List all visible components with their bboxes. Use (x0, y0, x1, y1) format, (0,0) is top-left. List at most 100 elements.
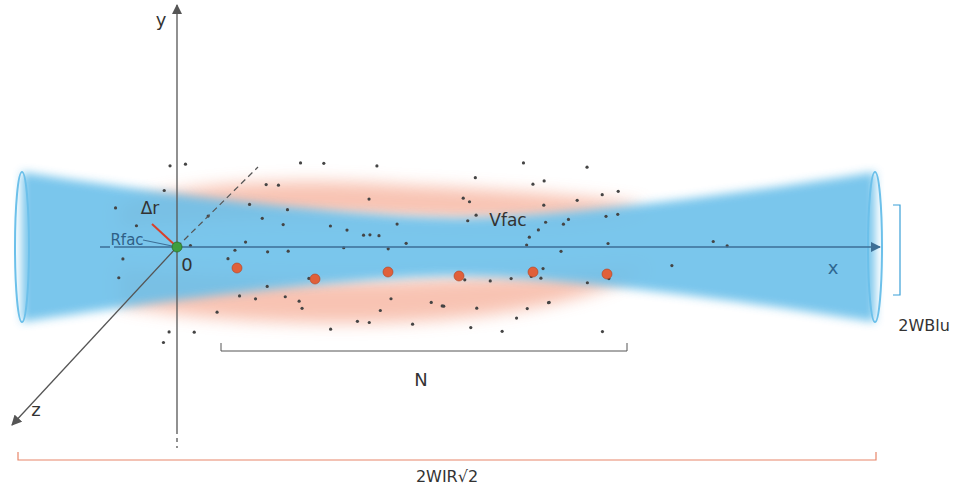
atom-dot (475, 307, 478, 310)
atom-dot (345, 228, 348, 231)
atom-dot (475, 214, 478, 217)
atom-dot (468, 200, 471, 203)
atom-dot (405, 242, 408, 245)
atom-dots (114, 161, 729, 344)
atom-dot (265, 183, 268, 186)
atom-dot (117, 276, 120, 279)
atom-dot (547, 301, 550, 304)
atom-dot (299, 161, 302, 164)
atom-dot (567, 218, 570, 221)
atom-dot (541, 267, 544, 270)
atom-dot (531, 183, 534, 186)
atom-dot (528, 236, 531, 239)
x-axis (100, 246, 880, 247)
delta-r-label: Δr (141, 199, 160, 218)
atom-dot (368, 321, 371, 324)
atom-dot (233, 249, 236, 252)
atom-dot (586, 281, 589, 284)
atom-dot (287, 250, 290, 253)
atom-dot (135, 224, 138, 227)
atom-dot (286, 208, 289, 211)
atom-dot (501, 330, 504, 333)
atom-dot (329, 224, 332, 227)
atom-dot (670, 264, 673, 267)
atom-dot (244, 240, 247, 243)
dimension-label: 2WBlu (898, 317, 950, 335)
atom-dot (114, 206, 117, 209)
z-axis-dash (177, 167, 258, 247)
atom-dot (585, 166, 588, 169)
atom-dot (548, 301, 551, 304)
atom-dot (261, 217, 264, 220)
atom-dot (238, 294, 241, 297)
atom-dot (712, 240, 715, 243)
lattice-atoms (232, 263, 612, 284)
atom-dot (387, 247, 390, 250)
atom-dot (559, 250, 562, 253)
origin-atom (172, 242, 182, 252)
axis-label: x (828, 258, 839, 278)
atom-dot (389, 297, 392, 300)
atom-dot (375, 164, 378, 167)
atom-dot (544, 221, 547, 224)
atom-dot (356, 320, 359, 323)
atom-dot (367, 197, 370, 200)
atom-dot (537, 228, 540, 231)
atom-dot (576, 199, 579, 202)
atom-dot (254, 297, 257, 300)
atom-dot (510, 277, 513, 280)
atom-dot (193, 331, 196, 334)
blue-width-bracket (893, 205, 900, 295)
atom-dot (368, 233, 371, 236)
atom-dot (542, 204, 545, 207)
atom-dot (539, 277, 542, 280)
y-axis (176, 5, 177, 430)
atom-dot (167, 330, 170, 333)
atom-dot (617, 190, 620, 193)
atom-dot (462, 197, 465, 200)
atom-dot (463, 278, 466, 281)
atom-dot (329, 328, 332, 331)
atom-dot (430, 301, 433, 304)
ir-width-bracket (18, 452, 876, 460)
atom-dot (162, 341, 165, 344)
atom-dot (284, 295, 287, 298)
n-bracket (221, 343, 627, 351)
atom-dot (395, 223, 398, 226)
atom-dot (604, 215, 607, 218)
atom-dot (469, 326, 472, 329)
atom-dot (322, 162, 325, 165)
atom-dot (298, 300, 301, 303)
atom-dot (466, 219, 469, 222)
atom-dot (121, 257, 124, 260)
atom-dot (184, 163, 187, 166)
atom-dot (266, 285, 269, 288)
z-axis (12, 247, 177, 425)
atom-dot (248, 203, 251, 206)
atom-dot (163, 189, 166, 192)
atom-dot (277, 184, 280, 187)
y-axis-dash (176, 430, 177, 448)
atom-dot (522, 161, 525, 164)
atom-dot (601, 330, 604, 333)
origin-label: 0 (181, 255, 192, 275)
atom-dot (266, 250, 269, 253)
atom-dot (362, 234, 365, 237)
atom-dot (226, 257, 229, 260)
atom-dot (562, 223, 565, 226)
atom-dot (168, 164, 171, 167)
dimension-label: 2WIR√2 (416, 468, 478, 486)
atom-dot (525, 243, 528, 246)
atom-dot (616, 213, 619, 216)
beam-end (15, 172, 29, 322)
radius-label: Rfac (110, 232, 143, 249)
atom-dot (411, 323, 414, 326)
atom-dot (543, 179, 546, 182)
count-label: N (414, 370, 427, 390)
axis-label: y (156, 10, 167, 30)
volume-label: Vfac (489, 211, 526, 230)
atom-dot (526, 307, 529, 310)
atom-dot (474, 176, 477, 179)
